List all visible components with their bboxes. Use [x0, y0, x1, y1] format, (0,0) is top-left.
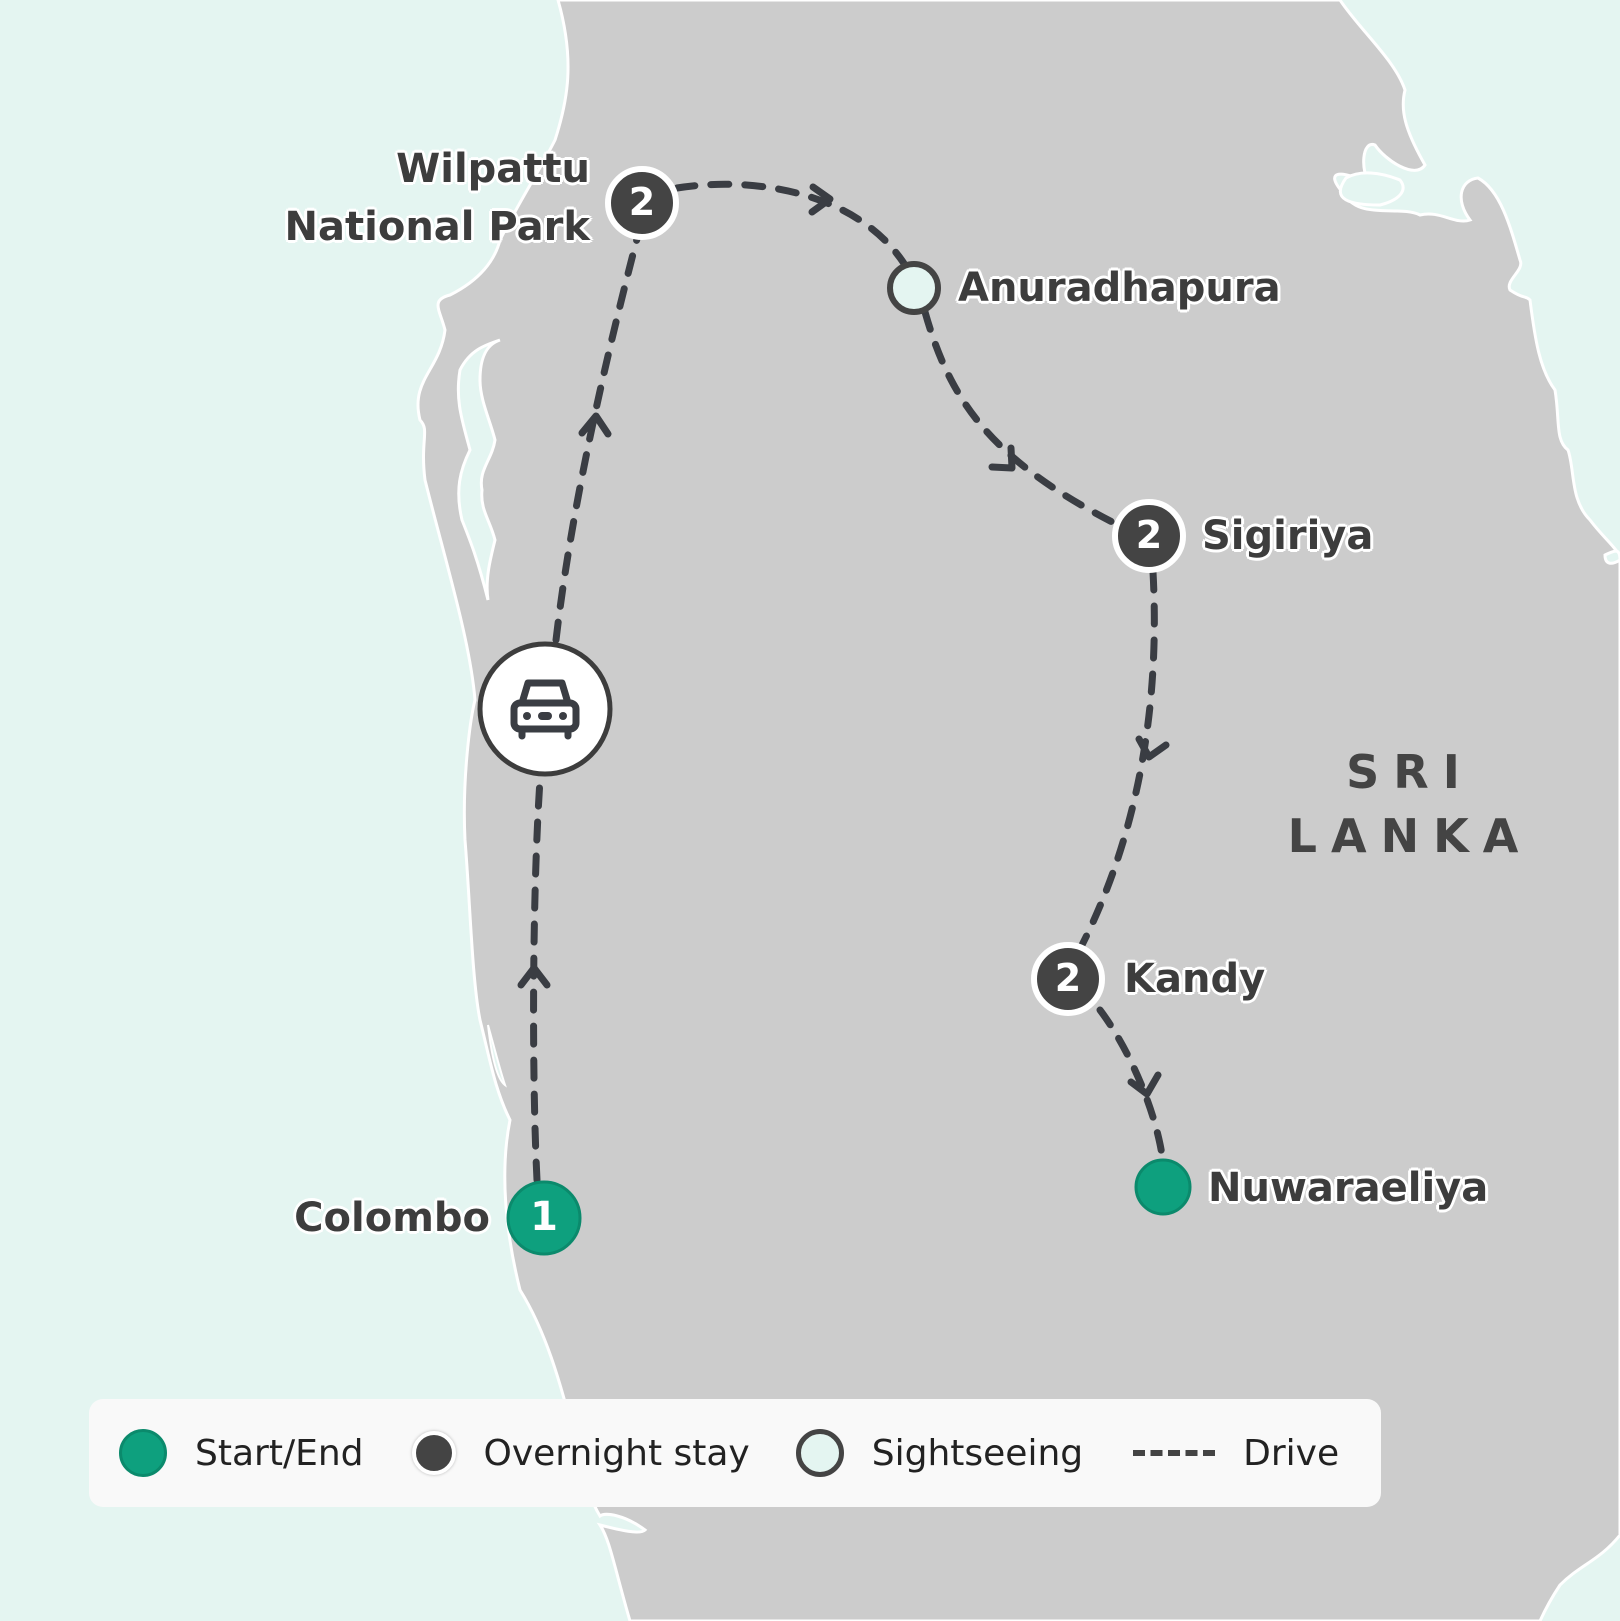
marker-anuradhapura[interactable] — [887, 261, 941, 315]
outlined-dot-icon — [795, 1429, 844, 1477]
dark-dot-icon — [411, 1431, 456, 1475]
arrow-icon — [578, 412, 612, 438]
country-label-line1: SRI — [1346, 745, 1474, 799]
arrow-icon — [808, 183, 834, 216]
lagoon-puttalam — [456, 338, 501, 601]
lagoon-north — [1338, 171, 1405, 207]
label-wilpattu-line1: Wilpattu — [396, 146, 590, 192]
marker-kandy[interactable] — [1031, 942, 1105, 1016]
arrow-icon — [1127, 1071, 1162, 1098]
label-nuwaraeliya: Nuwaraeliya — [1208, 1165, 1489, 1211]
country-label: SRI LANKA — [1270, 740, 1550, 868]
label-kandy: Kandy — [1124, 956, 1266, 1002]
route-kandy-nuwaraeliya — [1096, 1006, 1166, 1159]
nights-badge-wilpattu: 2 — [628, 180, 656, 224]
dashed-line-icon — [1133, 1450, 1216, 1456]
nights-badge-sigiriya: 2 — [1135, 513, 1163, 557]
legend-item-drive: Drive — [1127, 1433, 1339, 1474]
direction-arrows — [517, 183, 1170, 1098]
route-car-wilpattu — [552, 231, 642, 644]
legend-label: Sightseeing — [871, 1432, 1084, 1474]
legend-item-sightseeing: Sightseeing — [795, 1429, 1084, 1477]
arrow-icon — [1135, 735, 1170, 761]
route-wilpattu-anuradhapura — [673, 180, 909, 269]
label-wilpattu-line2: National Park — [284, 204, 590, 250]
arrow-icon — [517, 964, 551, 989]
label-sigiriya: Sigiriya — [1202, 513, 1374, 559]
marker-wilpattu[interactable] — [605, 166, 679, 240]
label-colombo: Colombo — [294, 1195, 490, 1241]
marker-colombo[interactable] — [506, 1180, 582, 1256]
car-icon — [510, 679, 580, 740]
map-legend: Start/End Overnight stay Sightseeing Dri… — [89, 1399, 1381, 1507]
green-dot-icon — [119, 1429, 167, 1477]
label-anuradhapura: Anuradhapura — [958, 265, 1281, 311]
arrow-icon — [988, 444, 1016, 472]
route-anuradhapura-sigiriya — [921, 308, 1122, 529]
legend-label: Start/End — [195, 1432, 364, 1474]
car-marker — [477, 641, 613, 777]
country-label-line2: LANKA — [1287, 809, 1533, 863]
legend-item-overnight: Overnight stay — [411, 1431, 750, 1475]
marker-nuwaraeliya[interactable] — [1134, 1158, 1192, 1216]
island-east — [1603, 549, 1620, 565]
nights-badge-colombo: 1 — [530, 1194, 558, 1240]
drive-route — [530, 180, 1166, 1184]
land-sri-lanka — [416, 0, 1620, 1621]
lagoon-colombo — [487, 1024, 507, 1088]
route-colombo-car — [530, 776, 544, 1184]
label-wilpattu: Wilpattu National Park — [285, 140, 590, 256]
legend-label: Overnight stay — [483, 1432, 750, 1474]
nights-badge-kandy: 2 — [1054, 956, 1082, 1000]
legend-label: Drive — [1243, 1432, 1340, 1474]
route-sigiriya-kandy — [1078, 568, 1158, 949]
legend-item-start-end: Start/End — [119, 1429, 364, 1477]
marker-sigiriya[interactable] — [1112, 499, 1186, 573]
